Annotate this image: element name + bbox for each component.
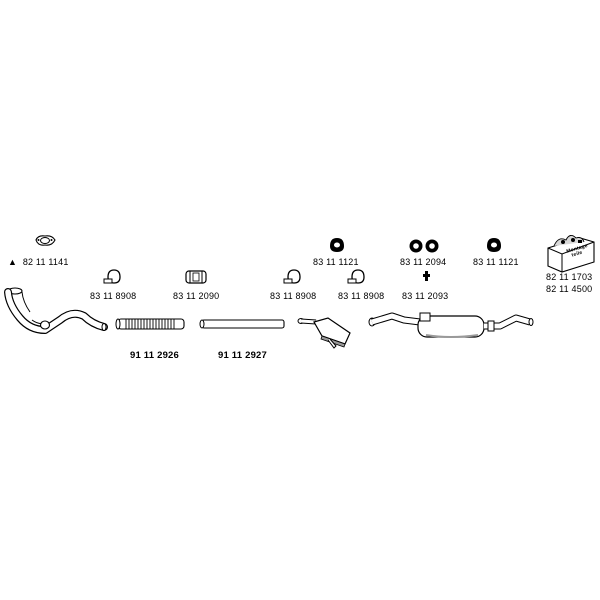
clamp-1-number: 83 11 8908 [90, 291, 137, 301]
flex-pipe-number: 91 11 2926 [130, 350, 180, 361]
clamp-3-drawing [283, 269, 301, 284]
rubber-mount-2-drawing [487, 238, 501, 252]
clamp-2-drawing [185, 270, 207, 284]
double-mount-drawing [409, 239, 439, 253]
middle-silencer-drawing [297, 317, 351, 349]
front-pipe-drawing [4, 287, 108, 334]
rear-silencer-drawing [368, 312, 534, 338]
straight-pipe-drawing [199, 319, 285, 329]
clamp-1-drawing [103, 269, 121, 284]
clamp-3-number: 83 11 8908 [270, 291, 317, 301]
double-mount-number: 83 11 2094 [400, 257, 447, 267]
clamp-4-drawing [347, 269, 365, 284]
flex-pipe-drawing [115, 318, 185, 330]
front-gasket-drawing [35, 235, 56, 246]
mounting-kit-number-2: 82 11 4500 [546, 284, 593, 294]
rubber-mount-1-number: 83 11 1121 [313, 257, 359, 267]
bolt-mount-drawing [423, 271, 430, 281]
clamp-2-number: 83 11 2090 [173, 291, 220, 301]
triangle-marker-icon: ▲ [8, 257, 18, 267]
front-gasket-label: ▲ 82 11 1141 [8, 257, 69, 267]
rubber-mount-1-drawing [330, 238, 344, 252]
rubber-mount-2-number: 83 11 1121 [473, 257, 519, 267]
bolt-mount-number: 83 11 2093 [402, 291, 449, 301]
front-gasket-number: 82 11 1141 [22, 257, 69, 267]
mounting-kit-box-drawing [547, 235, 595, 273]
clamp-4-number: 83 11 8908 [338, 291, 385, 301]
straight-pipe-number: 91 11 2927 [218, 350, 268, 361]
mounting-kit-number-1: 82 11 1703 [546, 272, 593, 282]
